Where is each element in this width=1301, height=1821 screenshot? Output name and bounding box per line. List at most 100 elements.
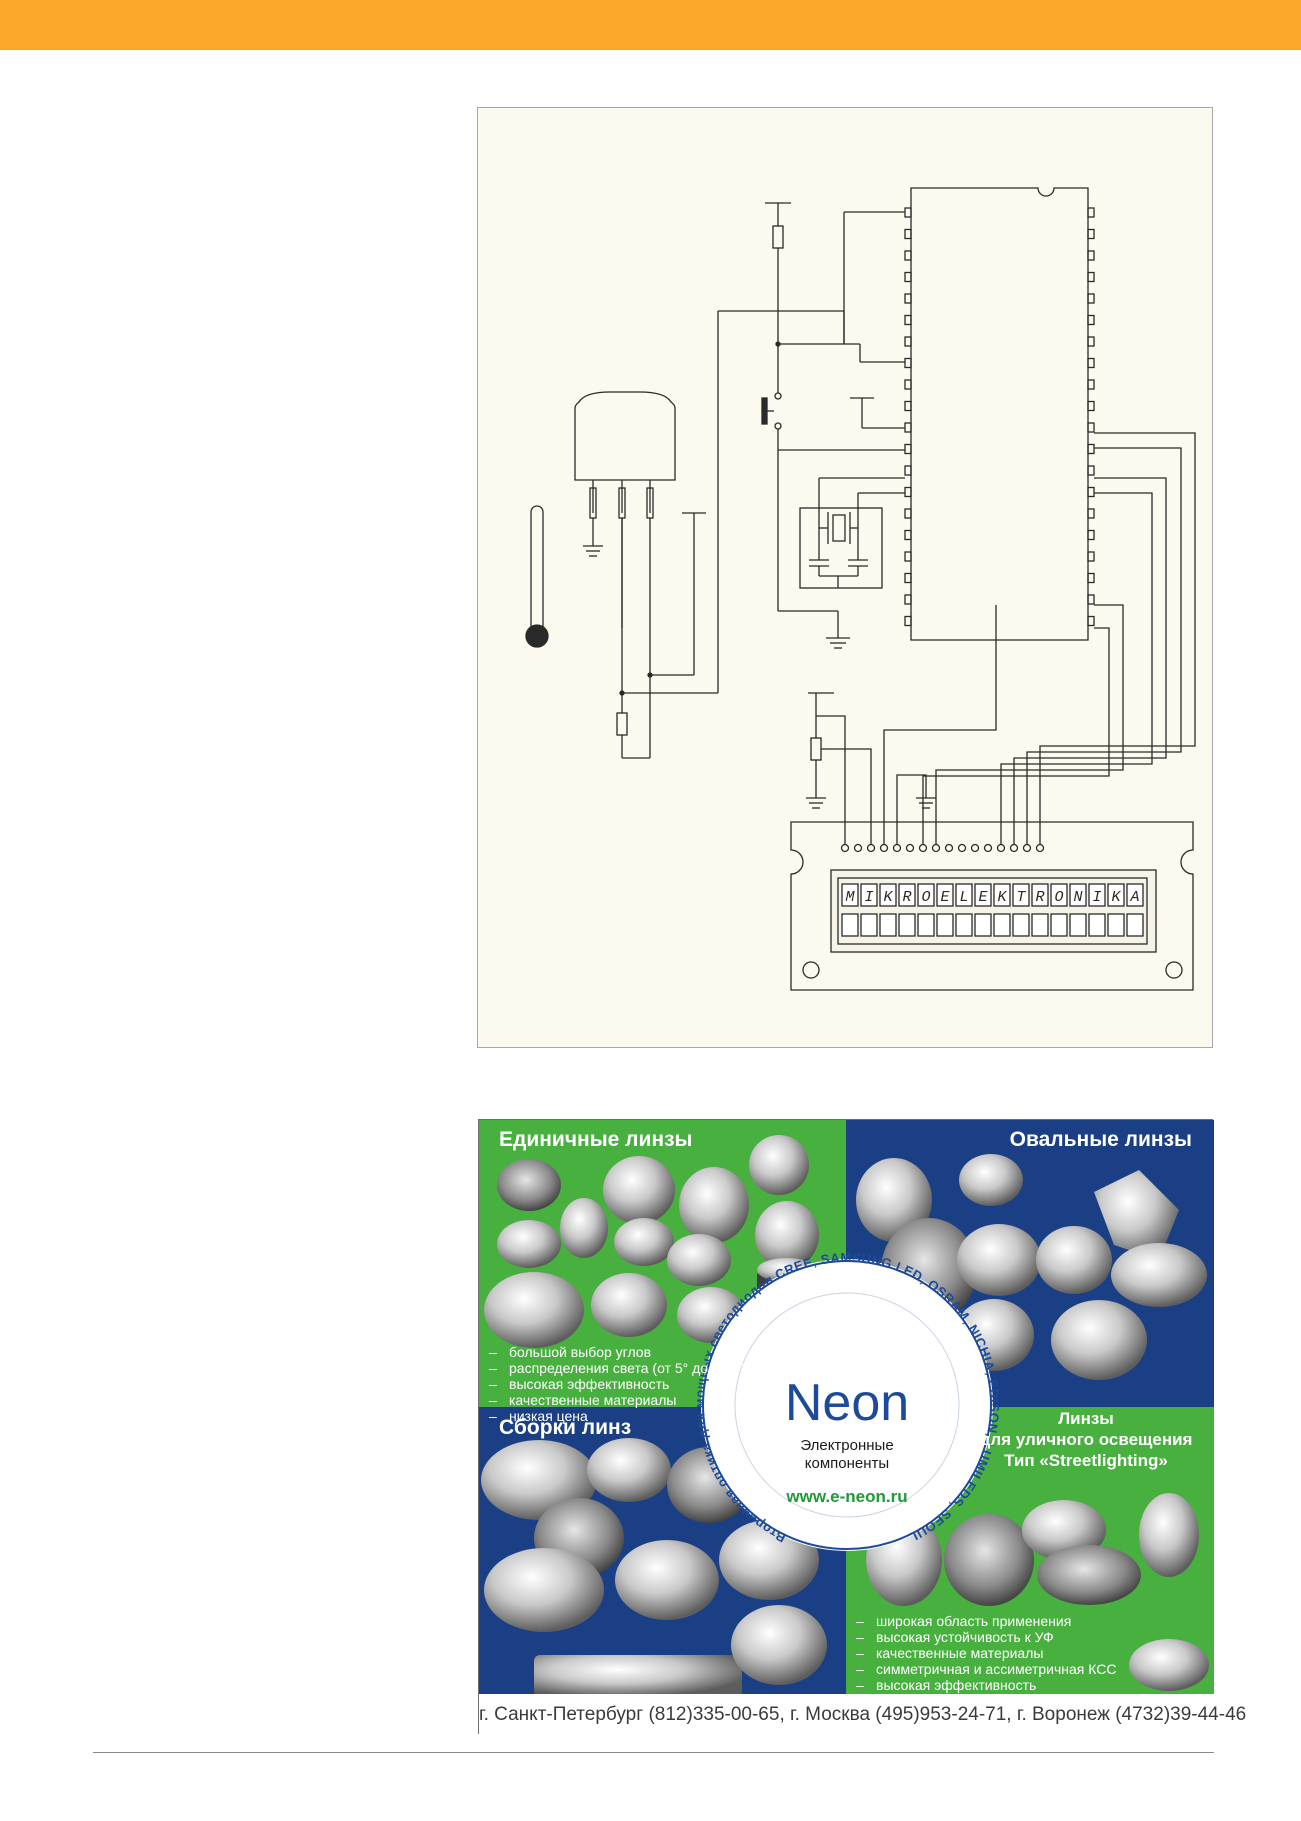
- ad-graphics: Вторичная оптика для мощных светодиодов …: [479, 1120, 1214, 1697]
- lcd-cell: [1088, 913, 1106, 937]
- lcd-character: L: [959, 889, 968, 906]
- neon-logo: Neon: [785, 1374, 909, 1432]
- lcd-pin: [866, 843, 876, 853]
- lcd-cell: [1069, 883, 1087, 907]
- title-street-lenses: Линзы для уличного освещения Тип «Street…: [971, 1408, 1201, 1471]
- feature-item: большой выбор углов: [487, 1344, 746, 1360]
- feature-item: высокая эффективность: [854, 1677, 1116, 1693]
- chip-pin: [904, 572, 912, 584]
- lens-products-oval: [856, 1154, 1207, 1380]
- chip-pin: [1087, 551, 1095, 562]
- lcd-cell: [974, 883, 992, 907]
- lens-products-assemblies: [481, 1438, 827, 1697]
- microcontroller-left-pins: [904, 207, 912, 627]
- lcd-pin: [957, 843, 967, 853]
- street-lens-features: широкая область применения высокая устой…: [854, 1613, 1116, 1693]
- chip-pin: [904, 379, 912, 390]
- chip-pin: [904, 594, 912, 605]
- lcd-pin: [996, 843, 1006, 853]
- lcd-cell: [1107, 913, 1125, 937]
- lcd-character: K: [1111, 889, 1121, 906]
- lcd-character: I: [1092, 889, 1101, 906]
- lcd-cell: [1050, 883, 1068, 907]
- lcd-cell: [917, 883, 935, 907]
- lcd-cell: [898, 883, 916, 907]
- title-oval-lenses: Овальные линзы: [1009, 1128, 1192, 1151]
- lcd-pin-header: [840, 843, 1045, 853]
- feature-item: качественные материалы: [854, 1645, 1116, 1661]
- lcd-cell: [993, 913, 1011, 937]
- chip-pin: [1087, 572, 1095, 584]
- lcd-character: O: [1054, 889, 1063, 906]
- chip-pin: [1087, 615, 1095, 627]
- lcd-cell: [1126, 913, 1144, 937]
- lcd-character: E: [940, 889, 950, 906]
- chip-pin: [904, 615, 912, 627]
- lcd-character: A: [1129, 889, 1139, 906]
- lcd-pin: [840, 843, 850, 853]
- chip-pin: [1087, 422, 1095, 433]
- chip-pin: [904, 250, 912, 261]
- chip-pin: [904, 293, 912, 304]
- chip-pin: [1087, 207, 1095, 218]
- title-street-line-2: для уличного освещения: [979, 1430, 1193, 1449]
- chip-pin: [1087, 400, 1095, 412]
- single-lens-features: большой выбор углов распределения света …: [487, 1344, 746, 1424]
- lcd-character: M: [845, 889, 855, 906]
- lcd-pin: [944, 843, 954, 853]
- chip-pin: [1087, 336, 1095, 347]
- lcd-character: O: [921, 889, 930, 906]
- lcd-cell: [993, 883, 1011, 907]
- chip-pin: [1087, 293, 1095, 304]
- chip-pin: [1087, 357, 1095, 369]
- lcd-pin: [853, 843, 863, 853]
- title-single-lenses: Единичные линзы: [499, 1128, 693, 1151]
- chip-pin: [904, 443, 912, 455]
- badge-subtitle-1: Электронные: [800, 1437, 893, 1454]
- chip-pin: [1087, 314, 1095, 326]
- title-street-line-3: Тип «Streetlighting»: [1004, 1451, 1168, 1470]
- lcd-cell: [936, 883, 954, 907]
- chip-pin: [904, 400, 912, 412]
- lcd-cell: [860, 913, 878, 937]
- lcd-cell: [1012, 913, 1030, 937]
- chip-pin: [904, 529, 912, 541]
- chip-pin: [904, 357, 912, 369]
- chip-pin: [904, 551, 912, 562]
- chip-pin: [904, 422, 912, 433]
- lcd-cell: [917, 913, 935, 937]
- lcd-cell: [1012, 883, 1030, 907]
- lcd-pin: [1035, 843, 1045, 853]
- chip-pin: [904, 508, 912, 519]
- chip-pin: [1087, 250, 1095, 261]
- top-accent-bar: [0, 0, 1301, 50]
- feature-item: качественные материалы: [487, 1392, 746, 1408]
- chip-pin: [904, 486, 912, 498]
- feature-item: симметричная и ассиметричная КСС: [854, 1661, 1116, 1677]
- lcd-character: R: [902, 889, 911, 906]
- feature-item: распределения света (от 5° до 140°): [487, 1360, 746, 1376]
- lcd-cell: [1107, 883, 1125, 907]
- lcd-pin: [970, 843, 980, 853]
- chip-pin: [1087, 465, 1095, 476]
- lcd-cell: [898, 913, 916, 937]
- chip-pin: [904, 465, 912, 476]
- microcontroller-right-pins: [1087, 207, 1095, 627]
- page-bottom-rule: [93, 1752, 1214, 1753]
- chip-pin: [904, 207, 912, 218]
- chip-pin: [1087, 443, 1095, 455]
- lcd-character: E: [978, 889, 988, 906]
- lcd-character: R: [1035, 889, 1044, 906]
- contrast-potentiometer: [810, 737, 822, 761]
- reset-button: [761, 397, 768, 425]
- feature-item: низкая цена: [487, 1408, 746, 1424]
- temperature-sensor: [574, 391, 676, 481]
- chip-pin: [904, 271, 912, 283]
- badge-subtitle-2: компоненты: [805, 1455, 889, 1472]
- pull-up-resistor: [772, 225, 784, 249]
- chip-pin: [1087, 379, 1095, 390]
- lcd-cell: [879, 913, 897, 937]
- lcd-pin: [1022, 843, 1032, 853]
- chip-pin: [1087, 486, 1095, 498]
